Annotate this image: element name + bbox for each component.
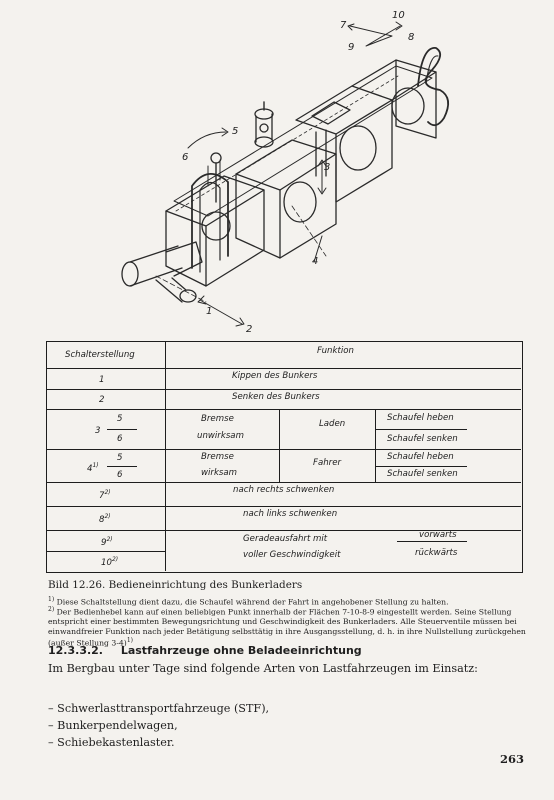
pos-3-sub-5: 5 [117,414,123,424]
pos-8: 82) [99,513,111,525]
mode-3: Laden [319,419,346,429]
motion-arrows [187,21,403,327]
inner-row [375,429,467,430]
brake-4-a: Bremse [201,452,234,462]
row-divider [47,409,521,410]
footnote-2-trailing-mark: 1) [126,637,133,645]
brake-4-b: wirksam [201,468,238,478]
action-3-raise: Schaufel heben [387,413,454,423]
control-unit-drawing: 5 6 3 4 1 2 7 10 8 9 [96,6,466,338]
action-4-lower: Schaufel senken [387,469,458,479]
list-item: – Schiebekastenlaster. [48,736,175,749]
footnote-1: 1) Diese Schaltstellung dient dazu, die … [48,595,526,607]
label-4: 4 [312,256,319,267]
header-funktion: Funktion [317,346,354,356]
function-table: Schalterstellung Funktion 1 Kippen des B… [46,341,523,573]
label-6: 6 [182,152,189,163]
footnote-1-text: Diese Schaltstellung dient dazu, die Sch… [56,597,449,607]
label-7: 7 [340,20,347,31]
brake-3-b: unwirksam [197,431,244,441]
body-paragraph: Im Bergbau unter Tage sind folgende Arte… [48,662,478,675]
header-schalterstellung: Schalterstellung [65,350,135,360]
row-divider [47,482,521,483]
pos-3-sub-6: 6 [117,434,123,444]
func-8: nach links schwenken [243,509,338,519]
pos-4-sub-5: 5 [117,453,123,463]
section-number: 12.3.3.2. [48,644,103,657]
func-1: Kippen des Bunkers [232,371,318,381]
row-divider [47,551,165,552]
inner-col [279,409,280,482]
pos-7-value: 7 [99,490,105,501]
drawing-svg [121,21,450,327]
pos-9: 92) [101,536,113,548]
valve-block-4 [351,47,450,139]
pos-4-sub-6: 6 [117,470,123,480]
list-item: – Bunkerpendelwagen, [48,719,178,732]
dir-divider [397,541,467,542]
page-number: 263 [499,752,524,766]
label-2: 2 [246,324,253,335]
action-4-raise: Schaufel heben [387,452,454,462]
footnote-2-text: Der Bedienhebel kann auf einen beliebige… [48,607,526,648]
inner-col [375,409,376,482]
row-divider [47,506,521,507]
pos-7: 72) [99,489,111,501]
pos-4: 41) [87,462,99,474]
row-divider [47,389,521,390]
base-plate [173,65,433,217]
func-2: Senken des Bunkers [232,392,320,402]
mode-4: Fahrer [313,458,342,468]
pos-10-value: 10 [101,557,112,568]
pos-8-note: 2) [104,513,111,520]
pos-3: 3 [95,426,101,436]
dir-forward: vorwärts [419,530,457,540]
footnote-1-mark: 1) [48,596,55,603]
row-divider [47,449,521,450]
col-divider [165,342,167,571]
valve-block-1 [165,152,265,287]
action-3-lower: Schaufel senken [387,434,458,444]
pos-7-note: 2) [104,489,111,496]
label-5: 5 [232,126,239,137]
valve-block-3 [295,85,393,203]
section-heading: 12.3.3.2. Lastfahrzeuge ohne Beladeeinri… [48,644,362,657]
label-8: 8 [408,32,415,43]
label-3: 3 [324,162,331,173]
inner-row [375,466,467,467]
label-1: 1 [206,306,213,317]
header-divider [47,368,521,370]
label-10: 10 [392,10,405,21]
list-item: – Schwerlasttransportfahrzeuge (STF), [48,702,270,715]
pos-2: 2 [99,395,105,405]
func-9: Geradeausfahrt mit [243,534,328,544]
axis-lines [155,205,327,303]
fraction-line [107,466,137,467]
pos-9-note: 2) [106,536,113,543]
valve-block-2 [235,101,337,259]
func-10: voller Geschwindigkeit [243,550,341,560]
pos-10-note: 2) [111,556,119,563]
dir-backward: rückwärts [415,548,458,558]
fraction-line [107,429,137,430]
figure-caption: Bild 12.26. Bedieneinrichtung des Bunker… [48,579,303,591]
pos-9-value: 9 [101,537,107,548]
pos-8-value: 8 [99,514,105,525]
pos-10: 102) [101,556,118,568]
pos-4-note: 1) [92,462,99,469]
label-9: 9 [348,42,355,53]
func-7: nach rechts schwenken [233,485,335,495]
pos-4-value: 4 [87,463,93,474]
section-title: Lastfahrzeuge ohne Beladeeinrichtung [120,644,362,657]
row-divider [47,530,521,531]
pos-1: 1 [99,375,105,385]
footnote-2: 2) Der Bedienhebel kann auf einen belieb… [48,605,526,649]
footnote-2-mark: 2) [48,606,55,613]
inlet-pipe [121,241,203,303]
brake-3-a: Bremse [201,414,234,424]
